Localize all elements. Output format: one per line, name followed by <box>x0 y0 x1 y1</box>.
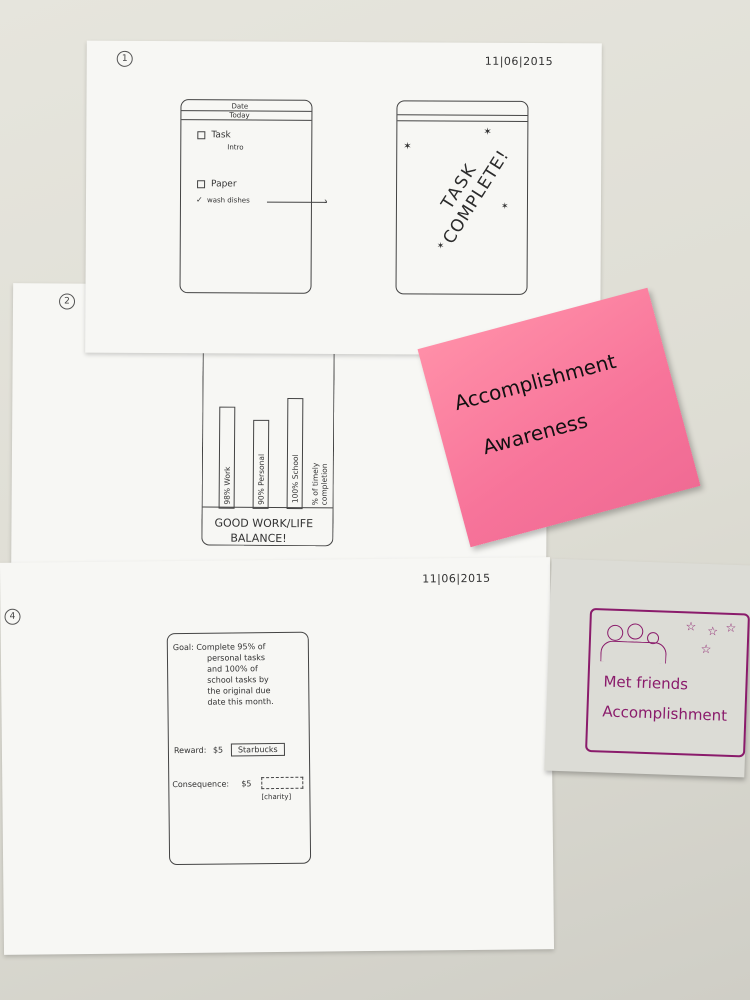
todo-phone-sketch: Date Today Task Intro Paper ✓ wash dishe… <box>179 99 328 294</box>
star-icon: ☆ <box>707 624 719 639</box>
sticky-line2: Awareness <box>480 408 591 460</box>
complete-phone-sketch: ✶ ✶ ✶ ✶ TASK COMPLETE! <box>395 100 529 295</box>
arrow-head-icon: › <box>323 196 328 207</box>
star-icon: ✶ <box>500 201 509 212</box>
chart-phone-sketch: 98% Work 90% Personal 100% School % of t… <box>201 324 335 547</box>
header-divider <box>181 119 312 121</box>
star-icon: ☆ <box>725 620 737 636</box>
phone-header-date: Date <box>231 102 249 111</box>
header-divider <box>397 114 528 116</box>
bar-label-school: 100% School <box>290 454 300 504</box>
consequence-amount: $5 <box>241 779 252 789</box>
sheet-number: 2 <box>58 293 76 310</box>
person-icon <box>606 624 624 642</box>
star-icon: ✶ <box>403 141 412 153</box>
todo-item-task: Task <box>211 130 231 141</box>
consequence-item: [charity] <box>261 792 292 802</box>
consequence-field <box>261 776 304 790</box>
sticky-gray-line1: Met friends <box>603 672 689 694</box>
star-icon: ☆ <box>700 641 712 657</box>
goal-phone-sketch: Goal: Complete 95% of personal tasks and… <box>166 631 312 866</box>
sheet-number: 1 <box>116 50 133 67</box>
consequence-label: Consequence: <box>172 779 230 790</box>
reward-item-field: Starbucks <box>230 742 285 757</box>
check-icon: ✓ <box>195 195 203 205</box>
people-bodies <box>600 640 667 664</box>
sticky-gray-line2: Accomplishment <box>602 702 728 725</box>
sheet-number: 4 <box>4 608 21 625</box>
balance-message-line2: BALANCE! <box>230 531 287 546</box>
person-icon <box>626 623 644 640</box>
reward-label: Reward: <box>173 745 207 756</box>
star-icon: ☆ <box>685 619 697 634</box>
sticky-note-gray: ☆ ☆ ☆ ☆ Met friends Accomplishment <box>544 558 750 778</box>
sheet-date: 11|06|2015 <box>422 571 491 586</box>
sketch-frame: ☆ ☆ ☆ ☆ Met friends Accomplishment <box>585 607 750 758</box>
goal-line: date this month. <box>207 697 274 707</box>
checkbox <box>197 180 206 189</box>
axis-label-line2: completion <box>319 463 329 506</box>
todo-item-paper: Paper <box>211 179 237 190</box>
sticky-line1: Accomplishment <box>451 348 619 416</box>
axis-label-line1: % of timely <box>310 462 320 506</box>
phone-header-today: Today <box>229 111 250 120</box>
reward-amount: $5 <box>212 745 224 755</box>
bar-label-work: 98% Work <box>222 466 232 505</box>
task-complete-stamp: TASK COMPLETE! <box>416 126 519 257</box>
sketch-sheet-4: 4 11|06|2015 Goal: Complete 95% of perso… <box>0 557 555 955</box>
checkbox <box>197 131 206 140</box>
balance-message-line1: GOOD WORK/LIFE <box>214 516 314 531</box>
bar-label-personal: 90% Personal <box>256 453 266 505</box>
sheet-date: 11|06|2015 <box>484 54 554 69</box>
swipe-arrow <box>266 201 327 203</box>
goal-text-block: Goal: Complete 95% of personal tasks and… <box>173 641 274 708</box>
sketch-sheet-1: 1 11|06|2015 Date Today Task Intro Paper… <box>85 40 602 356</box>
todo-subitem-intro: Intro <box>227 143 244 152</box>
header-divider <box>397 120 528 122</box>
goal-line: personal tasks <box>206 653 266 663</box>
todo-item-dishes: wash dishes <box>206 196 250 205</box>
